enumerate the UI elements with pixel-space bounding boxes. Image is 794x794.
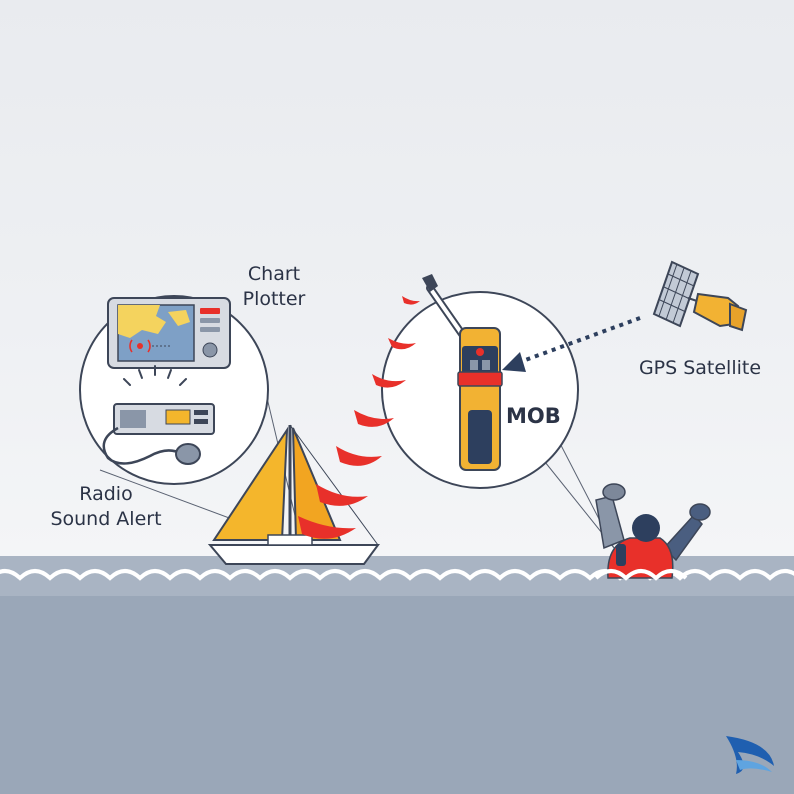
sailboat-icon xyxy=(207,424,380,565)
signal-arcs xyxy=(298,296,420,539)
gps-signal-arrow xyxy=(502,316,641,372)
wave-line xyxy=(0,569,794,581)
radio-label-line1: Radio xyxy=(79,483,133,505)
vhf-radio-icon xyxy=(102,365,215,465)
mob-beacon-icon xyxy=(422,274,503,471)
gps-satellite-icon xyxy=(652,260,748,332)
chart-plotter-label: Chart Plotter xyxy=(226,262,322,312)
mob-label: MOB xyxy=(506,404,561,428)
person-overboard-icon xyxy=(595,483,711,579)
radio-sound-alert-label: Radio Sound Alert xyxy=(36,482,176,532)
chart-plotter-label-line2: Plotter xyxy=(242,288,306,310)
mob-inset xyxy=(381,274,579,489)
brand-logo-icon xyxy=(726,736,774,774)
radio-label-line2: Sound Alert xyxy=(50,508,162,530)
wave-front xyxy=(594,569,688,581)
gps-satellite-label: GPS Satellite xyxy=(638,357,762,379)
receiver-inset xyxy=(79,295,269,485)
sea xyxy=(0,556,794,794)
chart-plotter-icon xyxy=(107,297,231,369)
chart-plotter-label-line1: Chart xyxy=(247,263,301,285)
